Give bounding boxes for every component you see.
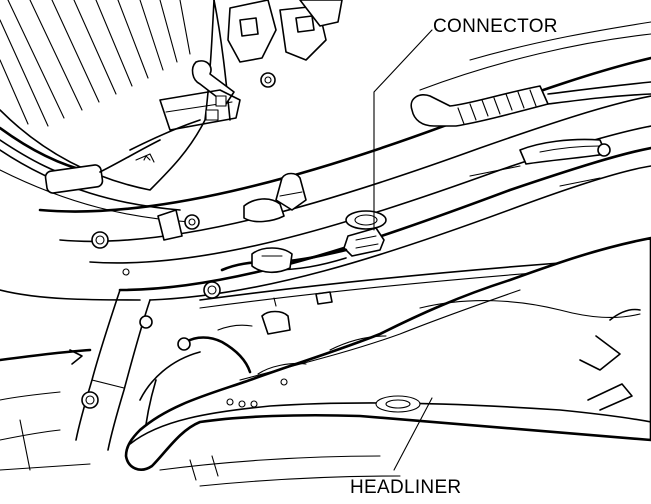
lower-trim <box>159 455 401 487</box>
connector-assembly <box>203 210 387 299</box>
right-rail-parts <box>469 138 611 187</box>
center-clips <box>91 172 307 276</box>
lower-left-pillar <box>0 289 153 471</box>
upper-right-hose <box>410 81 651 127</box>
headliner-leader-line <box>393 397 433 471</box>
pillar-wiring <box>139 291 333 441</box>
headliner-label: HEADLINER <box>350 477 462 498</box>
left-harness <box>0 126 161 194</box>
roof-rail <box>38 21 651 301</box>
hinge-bracket <box>129 0 343 163</box>
window-frame <box>0 0 231 223</box>
connector-leader-line <box>373 29 433 231</box>
rear-glass-hatching <box>0 0 191 127</box>
headliner-panel <box>124 236 651 471</box>
connector-label: CONNECTOR <box>433 16 558 37</box>
